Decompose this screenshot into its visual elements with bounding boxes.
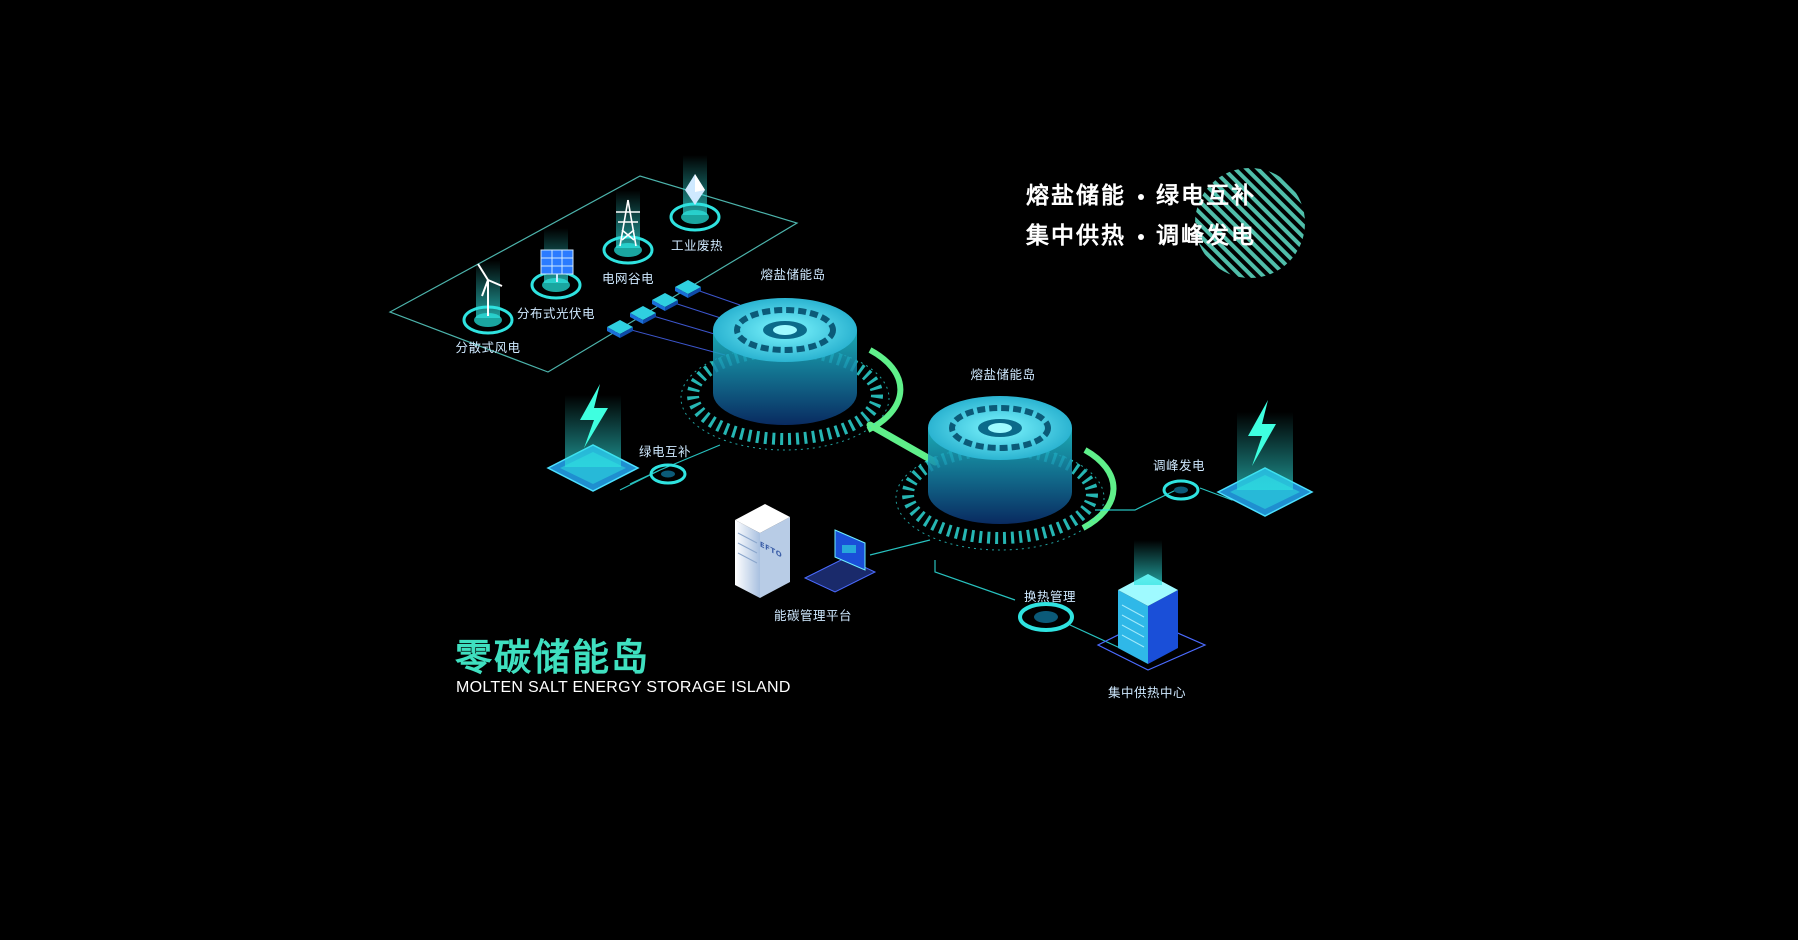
solar-node bbox=[530, 228, 582, 300]
peak-power-block bbox=[1216, 400, 1314, 517]
slogan-item: 绿电互补 bbox=[1156, 183, 1256, 209]
storage-tank-2 bbox=[895, 396, 1117, 551]
input-chips bbox=[607, 280, 701, 338]
wind-turbine-icon bbox=[477, 263, 503, 316]
grid-label: 电网谷电 bbox=[601, 271, 655, 286]
heating-center-block bbox=[1096, 540, 1207, 671]
separator-dot bbox=[1138, 193, 1144, 200]
storage-2-label: 熔盐储能岛 bbox=[970, 367, 1036, 382]
main-title-en: MOLTEN SALT ENERGY STORAGE ISLAND bbox=[456, 679, 791, 696]
heat-exchange-label: 换热管理 bbox=[1023, 589, 1077, 604]
storage-link bbox=[866, 421, 939, 466]
slogan-item: 熔盐储能 bbox=[1026, 183, 1126, 209]
waste-heat-label: 工业废热 bbox=[670, 238, 724, 253]
storage-tank-1 bbox=[680, 298, 904, 451]
peak-power-label: 调峰发电 bbox=[1152, 458, 1206, 473]
input-platform bbox=[388, 175, 799, 373]
server-block bbox=[735, 504, 790, 598]
grid-node bbox=[602, 190, 654, 265]
peak-power-node bbox=[1162, 479, 1200, 501]
heating-center-label: 集中供热中心 bbox=[1107, 685, 1187, 700]
wind-label: 分散式风电 bbox=[455, 340, 521, 355]
green-power-node bbox=[649, 463, 687, 485]
power-tower-icon bbox=[616, 199, 640, 247]
lightning-icon bbox=[1248, 400, 1276, 466]
green-power-label: 绿电互补 bbox=[638, 444, 692, 459]
solar-label: 分布式光伏电 bbox=[516, 306, 596, 321]
lightning-icon bbox=[580, 384, 608, 448]
slogan-item: 调峰发电 bbox=[1156, 223, 1256, 249]
wind-node bbox=[462, 260, 514, 335]
slogan-line-1: 熔盐储能 绿电互补 bbox=[1026, 176, 1256, 210]
waste-heat-node bbox=[669, 155, 721, 232]
heat-crystal-icon bbox=[685, 174, 705, 205]
green-power-block bbox=[546, 384, 640, 492]
slogan-item: 集中供热 bbox=[1026, 223, 1126, 249]
heat-exchange-node bbox=[1018, 602, 1074, 632]
slogan-line-2: 集中供热 调峰发电 bbox=[1026, 216, 1256, 250]
laptop-block bbox=[803, 529, 877, 593]
storage-1-label: 熔盐储能岛 bbox=[760, 267, 826, 282]
output-connectors bbox=[619, 444, 1261, 649]
solar-panel-icon bbox=[540, 249, 574, 282]
separator-dot bbox=[1138, 233, 1144, 240]
platform-label: 能碳管理平台 bbox=[773, 608, 853, 623]
main-title-cn: 零碳储能岛 bbox=[455, 636, 650, 679]
slogan-stripe-circle bbox=[1195, 168, 1305, 278]
